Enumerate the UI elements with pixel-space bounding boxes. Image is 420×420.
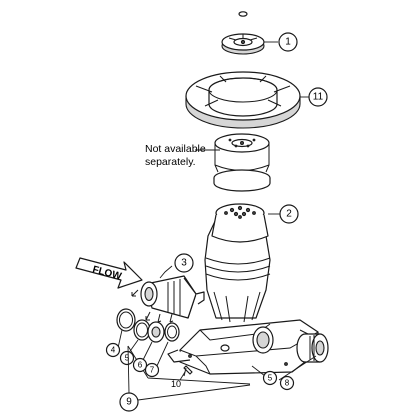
callout-9-leader: [137, 384, 251, 401]
callout-3-label: 3: [181, 258, 187, 269]
callout-7-label: 7: [150, 366, 155, 375]
callout-11: 11: [308, 87, 328, 107]
callout-8-label: 8: [285, 379, 290, 388]
callout-5-left: 5: [119, 350, 135, 366]
callout-10-label: 10: [171, 379, 181, 389]
top-small-ring: [238, 11, 248, 17]
callout-1: 1: [278, 32, 298, 52]
callout-9-label: 9: [126, 397, 132, 408]
callout-2: 2: [279, 204, 299, 224]
callout-6-label: 6: [138, 361, 143, 370]
part-3-inlet-union: [140, 275, 205, 319]
part-6-washer: [147, 321, 165, 343]
callout-4: 4: [105, 342, 121, 358]
not-available-note: Not available separately.: [145, 143, 206, 168]
flow-arrow: FLOW: [75, 257, 143, 289]
note-line-1: Not available: [145, 143, 206, 155]
flow-label: FLOW: [91, 264, 123, 282]
note-line-2: separately.: [145, 156, 196, 168]
callout-5-right: 5: [262, 370, 278, 386]
part-1-cap: [221, 33, 265, 55]
part-8-outlet-union: [296, 333, 329, 363]
part-2-body: [204, 203, 271, 323]
callout-11-label: 11: [313, 92, 324, 103]
base-manifold: [167, 319, 319, 375]
callout-5-right-label: 5: [268, 374, 273, 383]
callout-5-left-label: 5: [125, 354, 130, 363]
callout-6: 6: [132, 357, 148, 373]
callout-4-label: 4: [111, 346, 116, 355]
inner-bowl: [213, 133, 271, 192]
callout-3: 3: [174, 253, 194, 273]
callout-9: 9: [119, 392, 139, 412]
callout-1-label: 1: [285, 37, 291, 48]
part-11-wheel: [185, 71, 301, 129]
callout-10: 10: [171, 379, 181, 389]
assembly-arrows: [131, 289, 174, 323]
callout-8: 8: [279, 375, 295, 391]
part-7-oring: [164, 322, 180, 342]
callout-2-label: 2: [286, 209, 292, 220]
callout-7: 7: [144, 362, 160, 378]
callout-9-leader-up: [127, 345, 130, 394]
part-4-oring: [116, 308, 136, 332]
part-10-screw: [183, 365, 193, 377]
